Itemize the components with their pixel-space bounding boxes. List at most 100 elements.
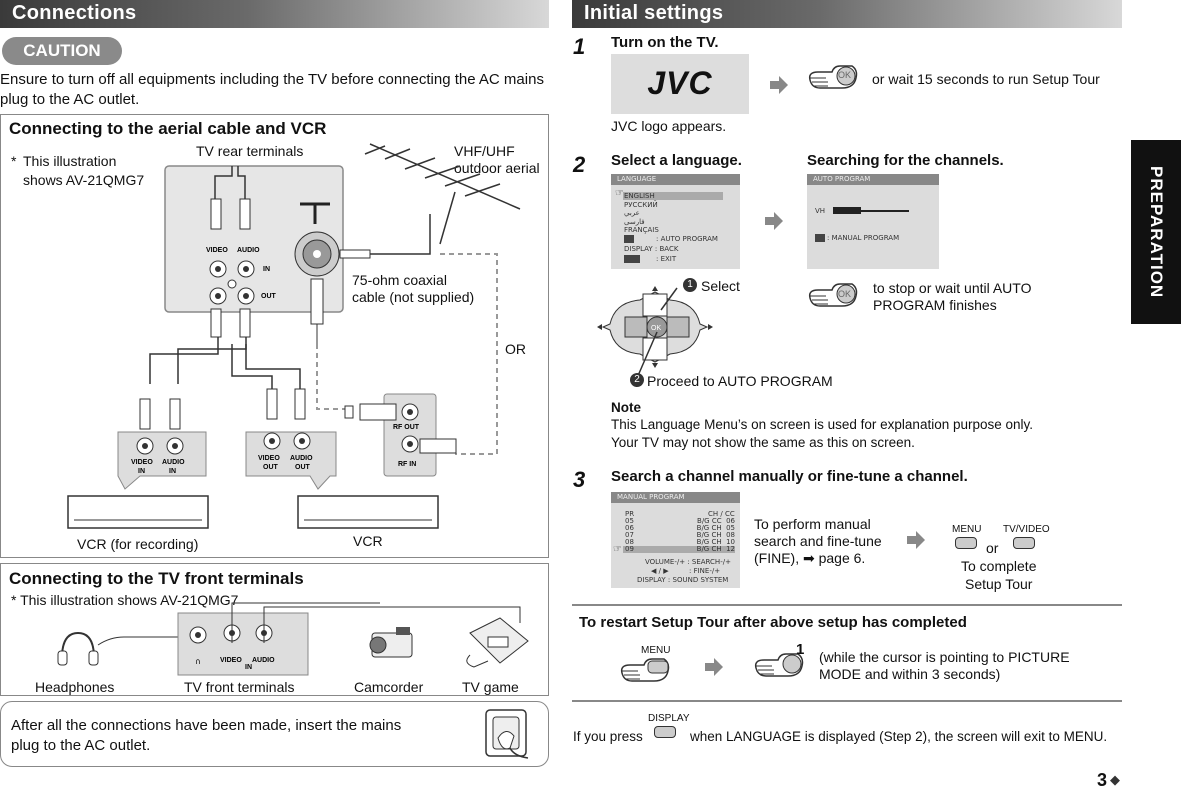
front-section: [0, 563, 549, 696]
language-item[interactable]: عربي: [624, 209, 640, 217]
left-right-icon: ◀ / ▶: [651, 567, 669, 575]
volume-hint: VOLUME-/+ : SEARCH-/+: [645, 558, 731, 566]
menu-key-icon: [955, 537, 977, 549]
menu-mini-key: [624, 255, 640, 263]
jvc-caption: JVC logo appears.: [611, 118, 727, 134]
headphones-label: Headphones: [35, 679, 115, 695]
pointer-hand-icon: ☞: [615, 188, 624, 199]
step1-wait-text: or wait 15 seconds to run Setup Tour: [872, 71, 1100, 87]
divider: [572, 604, 1122, 606]
ch-header: CH / CC: [708, 510, 735, 518]
aerial-section: [0, 114, 549, 558]
svg-text:IN: IN: [169, 468, 176, 475]
camcorder-label: Camcorder: [354, 679, 424, 695]
bottom-text-left: If you press: [573, 729, 643, 744]
jvc-screen: JVC: [611, 54, 749, 114]
lang-display-hint: DISPLAY : BACK: [624, 245, 679, 253]
svg-text:VIDEO: VIDEO: [131, 459, 153, 466]
initial-settings-header: Initial settings: [572, 0, 1122, 28]
language-item[interactable]: فارسی: [624, 217, 645, 226]
complete-line2: Setup Tour: [965, 576, 1033, 592]
display-key-icon: [654, 726, 676, 738]
language-item[interactable]: РУССКИЙ: [624, 200, 658, 209]
page-diamond-icon: ◆: [1110, 772, 1120, 787]
number-press-icon: [754, 653, 804, 677]
ok-button-icon: [808, 283, 858, 307]
manual-desc-line1: To perform manual: [754, 516, 871, 532]
svg-text:OK: OK: [651, 325, 661, 332]
manual-desc-line2: search and fine-tune: [754, 533, 882, 549]
svg-text:AUDIO: AUDIO: [290, 455, 313, 462]
restart-text-line1: (while the cursor is pointing to PICTURE: [819, 649, 1070, 665]
menu-key-label: MENU: [952, 524, 982, 535]
language-item[interactable]: ENGLISH: [624, 192, 655, 200]
antenna-label-line2: outdoor aerial: [454, 160, 540, 176]
caution-badge: CAUTION: [2, 37, 122, 65]
right-arrow-icon: [765, 212, 783, 230]
svg-text:AUDIO: AUDIO: [237, 247, 260, 254]
auto-manual-hint: : MANUAL PROGRAM: [827, 234, 900, 242]
stop-text-line1: to stop or wait until AUTO: [873, 280, 1032, 296]
svg-text:RF OUT: RF OUT: [393, 424, 420, 431]
stop-text-line2: PROGRAM finishes: [873, 297, 997, 313]
right-arrow-icon: [705, 658, 723, 676]
connections-header: Connections: [0, 0, 549, 28]
svg-text:VIDEO: VIDEO: [258, 455, 280, 462]
language-menu-screen: LANGUAGE ☞ ENGLISH РУССКИЙ عربي فارسی FR…: [611, 174, 740, 269]
auto-vh-label: VH: [815, 207, 826, 215]
display-hint: DISPLAY : SOUND SYSTEM: [637, 576, 729, 584]
bottom-text-right: when LANGUAGE is displayed (Step 2), the…: [690, 729, 1108, 744]
antenna-label-line1: VHF/UHF: [454, 143, 515, 159]
step-marker-1: 1: [683, 278, 697, 292]
svg-text:AUDIO: AUDIO: [162, 459, 185, 466]
ok-key-label: OK: [838, 70, 852, 80]
ok-mini-key: [815, 234, 825, 242]
svg-text:OUT: OUT: [295, 464, 311, 471]
or-text: or: [986, 540, 999, 556]
step1-number: 1: [573, 34, 586, 59]
language-list: ENGLISH РУССКИЙ عربي فارسی FRANÇAIS: [624, 192, 659, 235]
channel-highlight: [623, 546, 735, 553]
auto-progress-fill: [833, 207, 861, 214]
ok-button-icon: [808, 65, 858, 89]
aerial-note-line1: This illustration: [23, 153, 117, 169]
right-arrow-icon: [907, 531, 925, 549]
caution-text: Ensure to turn off all equipments includ…: [0, 71, 544, 108]
aerial-note-star: *: [11, 153, 17, 169]
language-menu-title: LANGUAGE: [611, 174, 740, 185]
pointer-hand-icon: ☞: [613, 544, 622, 555]
step2-title2: Searching for the channels.: [807, 152, 1004, 169]
tv-video-key-icon: [1013, 537, 1035, 549]
right-arrow-icon: [770, 76, 788, 94]
svg-text:IN: IN: [138, 468, 145, 475]
final-note-line2: plug to the AC outlet.: [11, 737, 151, 754]
note-line2: Your TV may not show the same as this on…: [611, 435, 915, 450]
step-marker-2: 2: [630, 373, 644, 387]
jvc-logo: JVC: [647, 65, 713, 101]
auto-program-title: AUTO PROGRAM: [807, 174, 939, 185]
manual-program-title: MANUAL PROGRAM: [611, 492, 740, 503]
vcr-label: VCR: [353, 533, 383, 549]
language-item[interactable]: FRANÇAIS: [624, 226, 659, 234]
svg-text:OUT: OUT: [261, 293, 277, 300]
svg-text:OUT: OUT: [263, 464, 279, 471]
svg-text:IN: IN: [263, 266, 270, 273]
wall-outlet-icon: [485, 709, 529, 759]
tv-video-key-label: TV/VIDEO: [1003, 524, 1050, 535]
final-note-box: [0, 701, 549, 767]
vcr-recording-label: VCR (for recording): [77, 536, 199, 552]
menu-press-icon: [620, 658, 670, 682]
svg-text:VIDEO: VIDEO: [220, 657, 242, 664]
restart-text-line2: MODE and within 3 seconds): [819, 666, 1001, 682]
front-diagram: ∩ VIDEO AUDIO IN: [57, 602, 529, 676]
key-one-label: 1: [796, 641, 805, 658]
restart-title: To restart Setup Tour after above setup …: [579, 614, 967, 631]
ok-key-label: OK: [838, 289, 852, 299]
tv-front-label: TV front terminals: [184, 679, 295, 695]
